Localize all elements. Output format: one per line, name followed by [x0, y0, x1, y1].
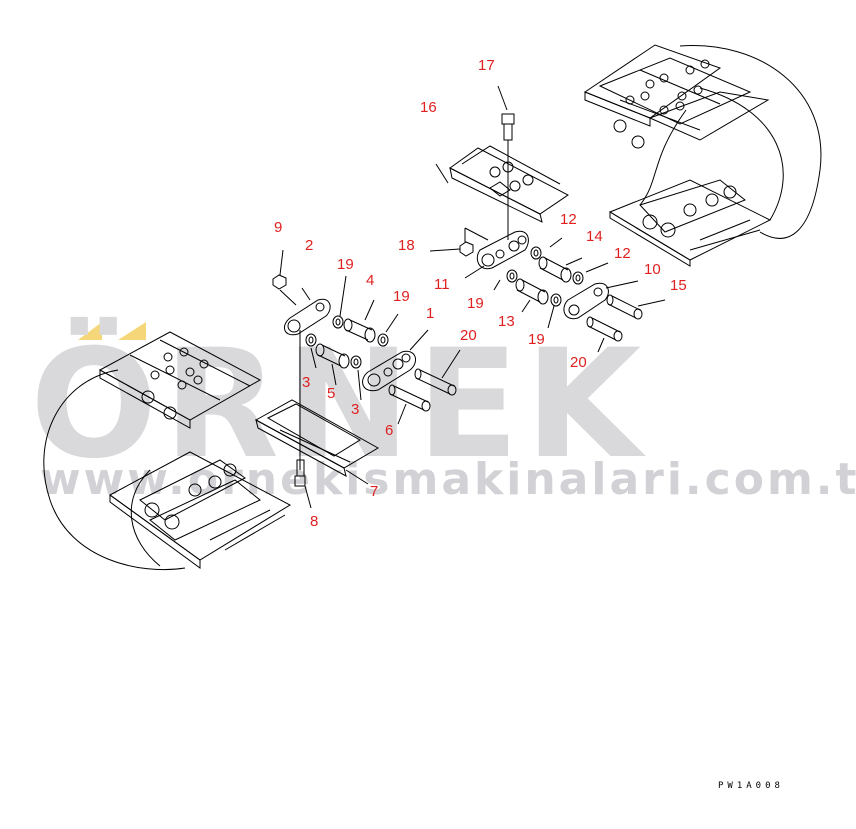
callout-label: 3	[351, 401, 360, 418]
drawing-code: PW1A008	[718, 781, 784, 791]
callout-label: 2	[305, 237, 314, 254]
callout-label: 19	[393, 288, 410, 305]
callout-label: 12	[560, 211, 577, 228]
callout-label: 19	[467, 295, 484, 312]
master-link-2-group	[272, 249, 461, 509]
callout-label: 5	[327, 385, 336, 402]
callout-label: 10	[644, 261, 661, 278]
watermark-url: www.ornekismakinalari.com.tr	[40, 454, 856, 505]
callout-label: 17	[478, 57, 495, 74]
callout-label: 12	[614, 245, 631, 262]
callout-label: 19	[337, 256, 354, 273]
callout-label: 20	[570, 354, 587, 371]
callout-label: 19	[528, 331, 545, 348]
callout-label: 1	[426, 305, 435, 322]
callout-label: 14	[586, 228, 603, 245]
callout-label: 8	[310, 513, 319, 530]
callout-label: 18	[398, 237, 415, 254]
left-track-assembly	[43, 331, 292, 571]
callout-label: 11	[434, 276, 450, 293]
callout-label: 4	[366, 272, 375, 289]
shoe-7-group	[254, 399, 380, 485]
callout-label: 13	[498, 313, 515, 330]
shoe-16-group	[449, 113, 569, 240]
callout-label: 20	[460, 327, 477, 344]
callout-label: 3	[302, 374, 311, 391]
callout-label: 9	[274, 219, 283, 236]
right-track-assembly	[583, 44, 822, 267]
link-11-group	[429, 85, 666, 353]
callout-label: 16	[420, 99, 437, 116]
callout-label: 15	[670, 277, 687, 294]
callout-label: 6	[385, 422, 394, 439]
callout-label: 7	[370, 483, 379, 500]
